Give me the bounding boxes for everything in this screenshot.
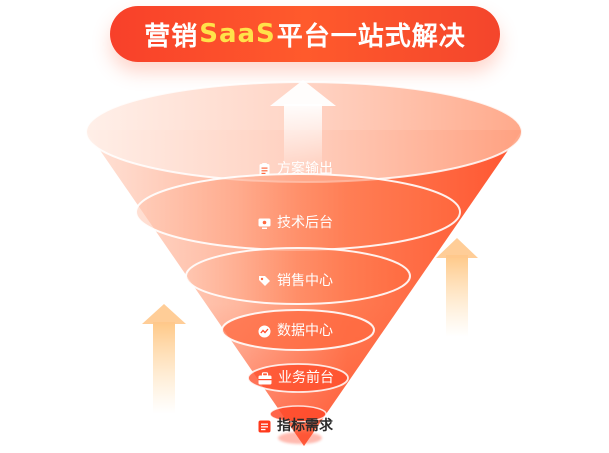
layer-label-3: 销售中心 bbox=[258, 273, 333, 289]
funnel-ring-5 bbox=[269, 405, 327, 423]
banner-title-prefix: 营销 bbox=[144, 21, 199, 52]
funnel-ring-2 bbox=[185, 247, 411, 305]
layer-label-4: 数据中心 bbox=[258, 323, 333, 339]
layer-label-text: 销售中心 bbox=[277, 273, 333, 289]
task-list-icon bbox=[258, 420, 271, 432]
layer-label-text: 方案输出 bbox=[277, 161, 333, 177]
document-icon bbox=[259, 162, 270, 175]
funnel-ring-1 bbox=[135, 173, 461, 251]
title-banner: 营销 SaaS 平台一站式解决 bbox=[110, 6, 500, 62]
tag-icon bbox=[259, 275, 270, 286]
layer-label-1: 方案输出 bbox=[258, 161, 333, 177]
layer-label-5: 业务前台 bbox=[258, 370, 334, 386]
layer-label-text: 数据中心 bbox=[277, 323, 333, 339]
monitor-icon bbox=[258, 218, 271, 229]
banner-title-suffix: 平台一站式解决 bbox=[276, 21, 466, 52]
layer-label-2: 技术后台 bbox=[258, 215, 333, 231]
chart-line-icon bbox=[258, 325, 271, 337]
layer-label-text: 技术后台 bbox=[277, 215, 333, 231]
left-up-arrow-icon bbox=[142, 304, 186, 414]
funnel-ring-4 bbox=[247, 363, 349, 393]
center-up-arrow-icon bbox=[270, 80, 336, 174]
briefcase-icon bbox=[258, 371, 272, 384]
layer-label-text: 业务前台 bbox=[278, 370, 334, 386]
layer-label-text: 指标需求 bbox=[277, 418, 333, 434]
banner-title-highlight: SaaS bbox=[199, 19, 276, 49]
funnel-ring-3 bbox=[221, 309, 375, 351]
layer-label-6: 指标需求 bbox=[258, 418, 333, 434]
right-up-arrow-icon bbox=[436, 238, 478, 337]
